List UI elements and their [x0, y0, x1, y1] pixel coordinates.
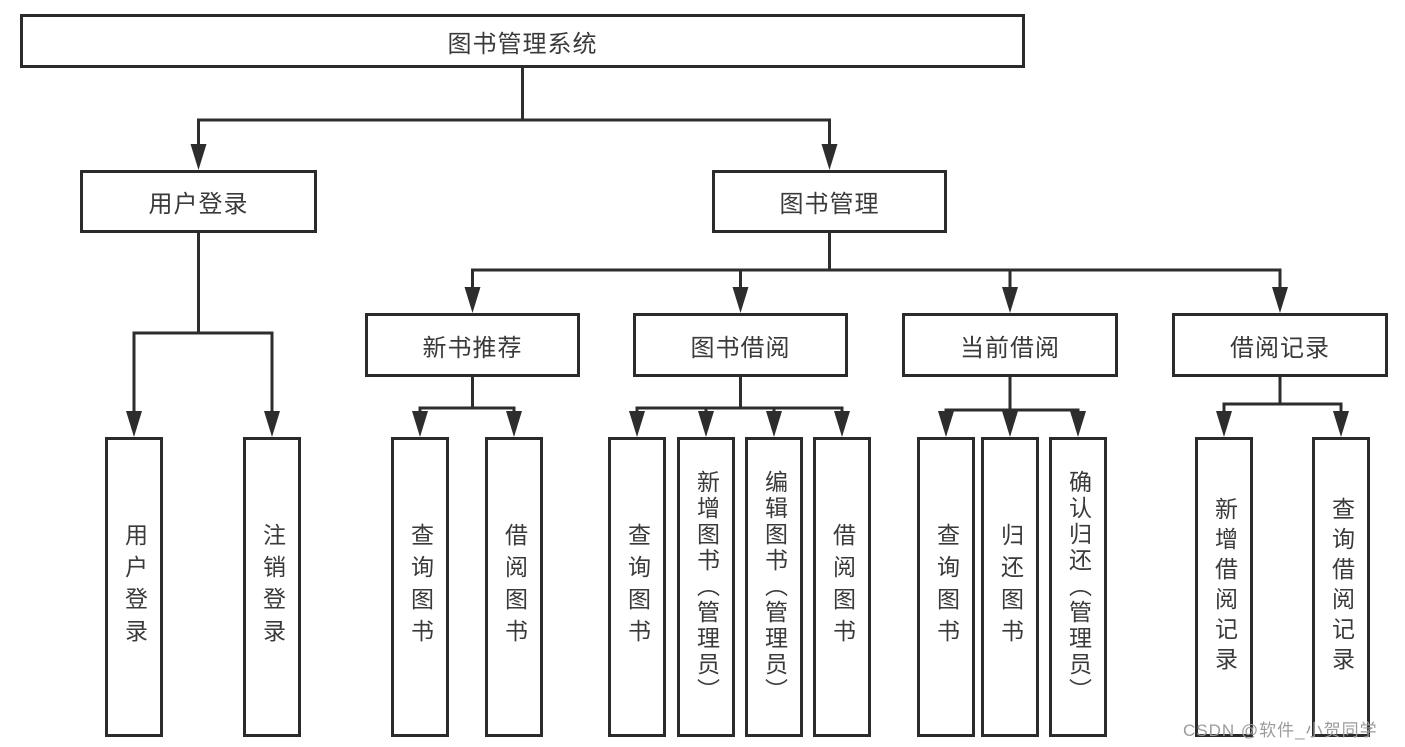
leaf-edit-book-admin: 编辑图书（管理员） — [745, 437, 803, 737]
leaf-confirm-return-admin-label: 确认归还（管理员） — [1065, 470, 1092, 704]
leaf-query-books-newrec: 查询图书 — [391, 437, 449, 737]
leaf-add-borrow-record-label: 新增借阅记录 — [1211, 497, 1238, 677]
node-user-login-label: 用户登录 — [148, 191, 249, 218]
leaf-return-book: 归还图书 — [981, 437, 1039, 737]
connector-currentborrow-to-leaves — [938, 377, 1086, 437]
connector-borrowrecords-to-leaves — [1216, 377, 1349, 437]
connector-root-to-level2 — [190, 68, 838, 170]
leaf-logout-label: 注销登录 — [259, 523, 286, 651]
connector-newbooks-to-leaves — [412, 377, 522, 437]
watermark: CSDN @软件_小贺同学 — [1183, 721, 1378, 740]
leaf-user-login: 用户登录 — [105, 437, 163, 737]
leaf-query-books-borrow: 查询图书 — [608, 437, 666, 737]
node-new-book-recommend: 新书推荐 — [365, 313, 580, 377]
node-library-system-label: 图书管理系统 — [447, 30, 598, 58]
leaf-user-login-label: 用户登录 — [121, 523, 148, 651]
node-current-borrow-label: 当前借阅 — [960, 334, 1060, 362]
leaf-borrow-books-newrec-label: 借阅图书 — [501, 523, 528, 651]
leaf-query-borrow-record: 查询借阅记录 — [1312, 437, 1370, 737]
leaf-borrow-books: 借阅图书 — [813, 437, 871, 737]
node-borrow-records: 借阅记录 — [1172, 313, 1388, 377]
node-book-management: 图书管理 — [712, 170, 947, 233]
leaf-query-books-current: 查询图书 — [917, 437, 975, 737]
leaf-add-book-admin-label: 新增图书（管理员） — [693, 470, 720, 704]
leaf-add-borrow-record: 新增借阅记录 — [1195, 437, 1253, 737]
leaf-return-book-label: 归还图书 — [997, 523, 1024, 651]
leaf-borrow-books-newrec: 借阅图书 — [485, 437, 543, 737]
leaf-borrow-books-label: 借阅图书 — [829, 523, 856, 651]
node-library-system: 图书管理系统 — [20, 14, 1025, 68]
node-new-book-recommend-label: 新书推荐 — [422, 334, 523, 362]
node-borrow-records-label: 借阅记录 — [1230, 334, 1330, 362]
connector-userlogin-to-leaves — [126, 233, 280, 437]
node-book-borrow: 图书借阅 — [633, 313, 848, 377]
leaf-edit-book-admin-label: 编辑图书（管理员） — [761, 470, 788, 704]
leaf-add-book-admin: 新增图书（管理员） — [677, 437, 735, 737]
leaf-query-borrow-record-label: 查询借阅记录 — [1328, 497, 1355, 677]
connector-bookmgmt-to-level3 — [464, 233, 1288, 313]
node-book-management-label: 图书管理 — [779, 191, 880, 218]
leaf-confirm-return-admin: 确认归还（管理员） — [1049, 437, 1107, 737]
leaf-query-books-borrow-label: 查询图书 — [624, 523, 651, 651]
leaf-query-books-current-label: 查询图书 — [933, 523, 960, 651]
node-user-login: 用户登录 — [80, 170, 317, 233]
leaf-logout: 注销登录 — [243, 437, 301, 737]
node-book-borrow-label: 图书借阅 — [690, 334, 791, 362]
node-current-borrow: 当前借阅 — [902, 313, 1118, 377]
leaf-query-books-newrec-label: 查询图书 — [407, 523, 434, 651]
connector-bookborrow-to-leaves — [629, 377, 850, 437]
